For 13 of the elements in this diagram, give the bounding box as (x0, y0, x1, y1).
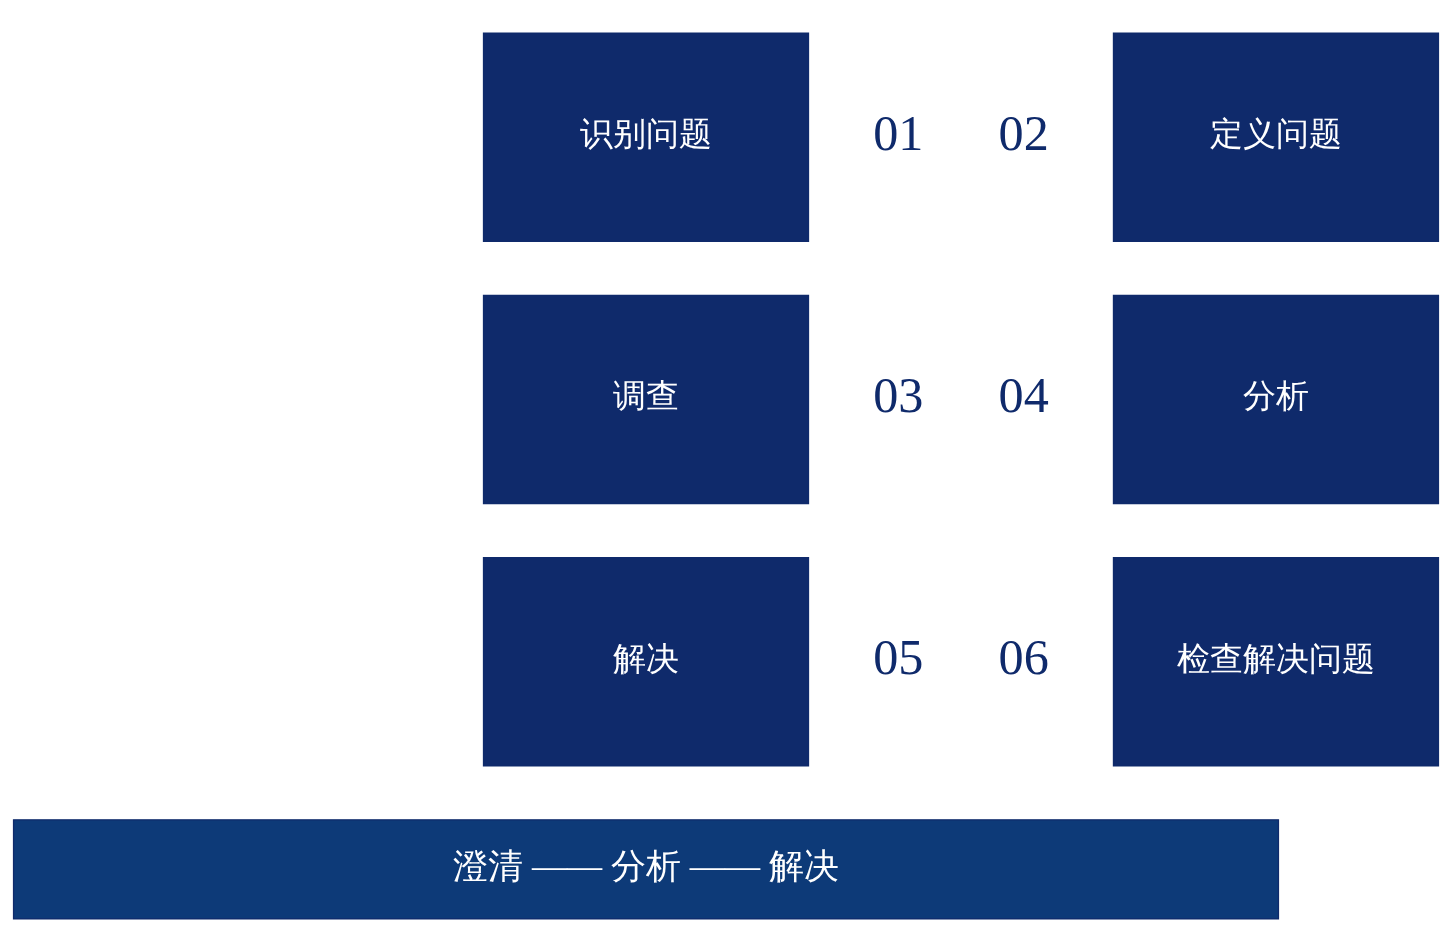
node-label: 05 (873, 629, 924, 686)
node-label: 04 (998, 367, 1049, 423)
node-label: 02 (998, 104, 1049, 161)
node-box: 检查解决问题 (1112, 556, 1440, 767)
node-box: 识别问题 (482, 32, 810, 242)
node-label: 06 (998, 629, 1049, 686)
node-box: 调查 (482, 294, 810, 505)
node-box: 分析 (1112, 294, 1440, 505)
node-label: 01 (873, 104, 924, 161)
node-box: 解决 (482, 556, 810, 767)
node-label: 03 (873, 367, 924, 423)
node-box: 定义问题 (1112, 32, 1440, 242)
node-box: 澄清 —— 分析 —— 解决 (12, 819, 1280, 920)
